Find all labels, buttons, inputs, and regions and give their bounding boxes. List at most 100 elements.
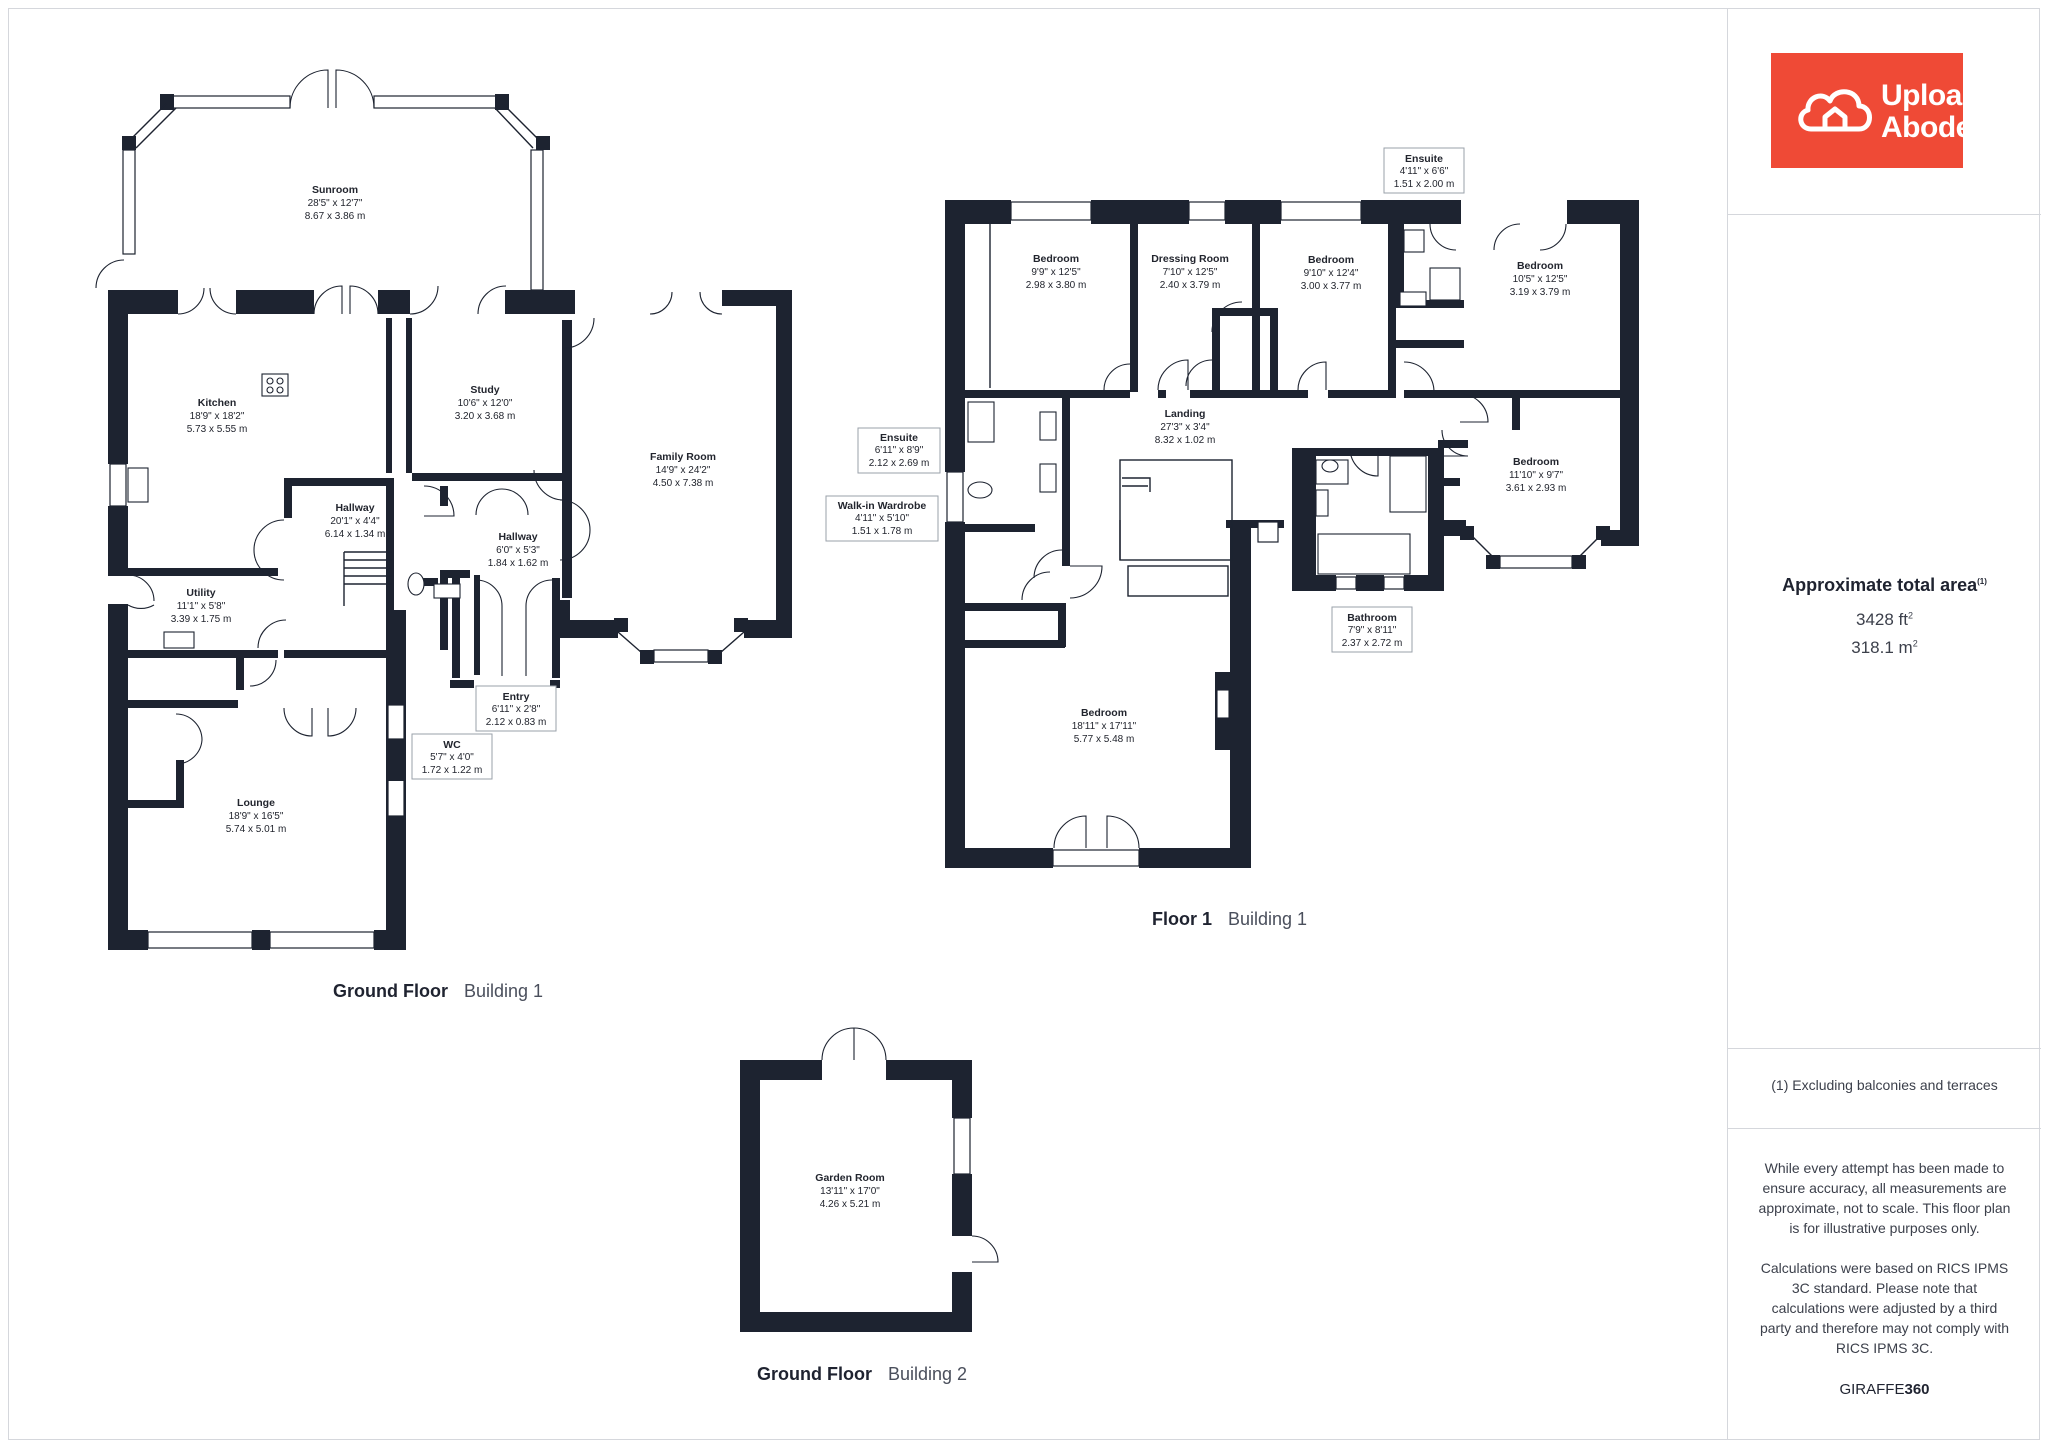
room-dim-metric: 1.51 x 1.78 m xyxy=(852,526,913,537)
room-dim-metric: 4.26 x 5.21 m xyxy=(820,1199,881,1210)
room-dim-imperial: 10'5" x 12'5" xyxy=(1513,274,1568,285)
room-dim-imperial: 11'1" x 5'8" xyxy=(177,601,226,612)
room-name: Ensuite xyxy=(1405,153,1443,165)
sqft-value: 3428 ft xyxy=(1855,610,1908,629)
room-dim-imperial: 28'5" x 12'7" xyxy=(308,198,363,209)
sqft-superscript: 2 xyxy=(1907,610,1913,621)
room-dim-metric: 2.37 x 2.72 m xyxy=(1342,638,1403,649)
room-name: Walk-in Wardrobe xyxy=(838,500,927,512)
room-dim-imperial: 18'9" x 18'2" xyxy=(190,411,245,422)
room-dim-imperial: 10'6" x 12'0" xyxy=(458,398,513,409)
room-dim-metric: 3.19 x 3.79 m xyxy=(1510,287,1571,298)
info-sidebar: Upload Abode Approximate total area(1) 3… xyxy=(1727,8,2041,1440)
room-name: Bathroom xyxy=(1347,612,1397,624)
room-dim-metric: 4.50 x 7.38 m xyxy=(653,478,714,489)
room-dim-imperial: 6'11" x 8'9" xyxy=(875,445,924,456)
room-dim-metric: 2.12 x 2.69 m xyxy=(869,458,930,469)
room-name: Landing xyxy=(1165,408,1206,420)
room-dim-metric: 2.40 x 3.79 m xyxy=(1160,280,1221,291)
room-dim-metric: 3.20 x 3.68 m xyxy=(455,411,516,422)
room-name: Sunroom xyxy=(312,184,358,196)
room-dim-metric: 5.77 x 5.48 m xyxy=(1074,734,1135,745)
divider xyxy=(1728,1128,2041,1129)
room-dim-metric: 3.39 x 1.75 m xyxy=(171,614,232,625)
room-name: Kitchen xyxy=(198,397,237,409)
room-dim-metric: 5.73 x 5.55 m xyxy=(187,424,248,435)
room-dim-metric: 8.67 x 3.86 m xyxy=(305,211,366,222)
room-dim-metric: 1.84 x 1.62 m xyxy=(488,558,549,569)
room-dim-imperial: 18'9" x 16'5" xyxy=(229,811,284,822)
brand-suffix: 360 xyxy=(1904,1381,1930,1398)
room-name: Bedroom xyxy=(1033,253,1079,265)
room-name: Bedroom xyxy=(1517,260,1563,272)
room-dim-metric: 2.12 x 0.83 m xyxy=(486,717,547,728)
room-dim-metric: 2.98 x 3.80 m xyxy=(1026,280,1087,291)
logo-text-line1: Upload xyxy=(1881,79,1980,112)
room-dim-metric: 8.32 x 1.02 m xyxy=(1155,435,1216,446)
floor-building: Building 2 xyxy=(888,1364,967,1384)
room-dim-imperial: 13'11" x 17'0" xyxy=(820,1186,880,1197)
footnote-marker: (1) xyxy=(1977,577,1987,586)
room-dim-metric: 1.51 x 2.00 m xyxy=(1394,179,1455,190)
room-name: Ensuite xyxy=(880,432,918,444)
room-name: Entry xyxy=(503,691,530,703)
room-name: Hallway xyxy=(498,531,537,543)
room-dim-imperial: 6'0" x 5'3" xyxy=(496,545,540,556)
room-dim-imperial: 14'9" x 24'2" xyxy=(656,465,711,476)
room-name: Family Room xyxy=(650,451,716,463)
logo-text-line2: Abode xyxy=(1881,111,1972,144)
disclaimer-text: While every attempt has been made to ens… xyxy=(1758,1160,2011,1236)
floor-building: Building 1 xyxy=(464,981,543,1001)
room-dim-imperial: 4'11" x 5'10" xyxy=(855,513,910,524)
ground-floor-building-1-plan xyxy=(95,69,792,950)
room-dim-imperial: 6'11" x 2'8" xyxy=(492,704,541,715)
divider xyxy=(1728,214,2041,215)
total-area-sqm: 318.1 m2 xyxy=(1728,638,2041,658)
brand-prefix: GIRAFFE xyxy=(1839,1381,1905,1398)
floor-title: Ground Floor xyxy=(333,981,448,1001)
floorplan-drawings: Sunroom 28'5" x 12'7" 8.67 x 3.86 m Kitc… xyxy=(95,69,1639,1384)
floor-1-building-1-plan xyxy=(945,200,1639,868)
total-area-heading-text: Approximate total area xyxy=(1782,575,1978,595)
room-name: Bedroom xyxy=(1081,707,1127,719)
room-name: Garden Room xyxy=(815,1172,884,1184)
room-labels: Sunroom 28'5" x 12'7" 8.67 x 3.86 m Kitc… xyxy=(171,147,1571,1210)
room-dim-metric: 3.00 x 3.77 m xyxy=(1301,281,1362,292)
sunroom-walls xyxy=(95,69,550,291)
cloud-house-icon xyxy=(1798,89,1872,132)
room-dim-imperial: 7'9" x 8'11" xyxy=(1348,625,1397,636)
room-dim-metric: 5.74 x 5.01 m xyxy=(226,824,287,835)
room-name: Study xyxy=(470,384,499,396)
floor-title: Ground Floor xyxy=(757,1364,872,1384)
sqm-superscript: 2 xyxy=(1912,638,1918,649)
room-dim-imperial: 5'7" x 4'0" xyxy=(430,752,474,763)
room-dim-imperial: 11'10" x 9'7" xyxy=(1509,470,1564,481)
room-dim-metric: 6.14 x 1.34 m xyxy=(325,529,386,540)
room-name: Bedroom xyxy=(1308,254,1354,266)
room-name: Bedroom xyxy=(1513,456,1559,468)
room-name: Utility xyxy=(186,587,215,599)
giraffe360-brand: GIRAFFE360 xyxy=(1728,1381,2041,1398)
floor-titles: Ground Floor Building 1 Floor 1 Building… xyxy=(333,909,1307,1384)
calculation-note: Calculations were based on RICS IPMS 3C … xyxy=(1759,1260,2009,1356)
room-dim-metric: 3.61 x 2.93 m xyxy=(1506,483,1567,494)
room-name: Hallway xyxy=(335,502,374,514)
ground-floor-building-2-plan xyxy=(740,1027,999,1332)
room-name: WC xyxy=(443,739,461,751)
room-dim-imperial: 27'3" x 3'4" xyxy=(1160,422,1210,433)
upload-abode-logo: Upload Abode xyxy=(1771,53,1980,168)
floor-building: Building 1 xyxy=(1228,909,1307,929)
room-name: Lounge xyxy=(237,797,275,809)
floor-title: Floor 1 xyxy=(1152,909,1212,929)
room-dim-imperial: 9'10" x 12'4" xyxy=(1304,268,1359,279)
sqm-value: 318.1 m xyxy=(1851,638,1913,657)
total-area-sqft: 3428 ft2 xyxy=(1728,610,2041,630)
room-dim-imperial: 18'11" x 17'11" xyxy=(1072,721,1137,732)
total-area-heading: Approximate total area(1) xyxy=(1728,575,2041,596)
area-footnote: (1) Excluding balconies and terraces xyxy=(1771,1077,1998,1093)
main-house-walls xyxy=(108,285,792,950)
room-dim-metric: 1.72 x 1.22 m xyxy=(422,765,483,776)
room-dim-imperial: 4'11" x 6'6" xyxy=(1400,166,1449,177)
room-dim-imperial: 20'1" x 4'4" xyxy=(330,516,380,527)
room-dim-imperial: 7'10" x 12'5" xyxy=(1163,267,1218,278)
